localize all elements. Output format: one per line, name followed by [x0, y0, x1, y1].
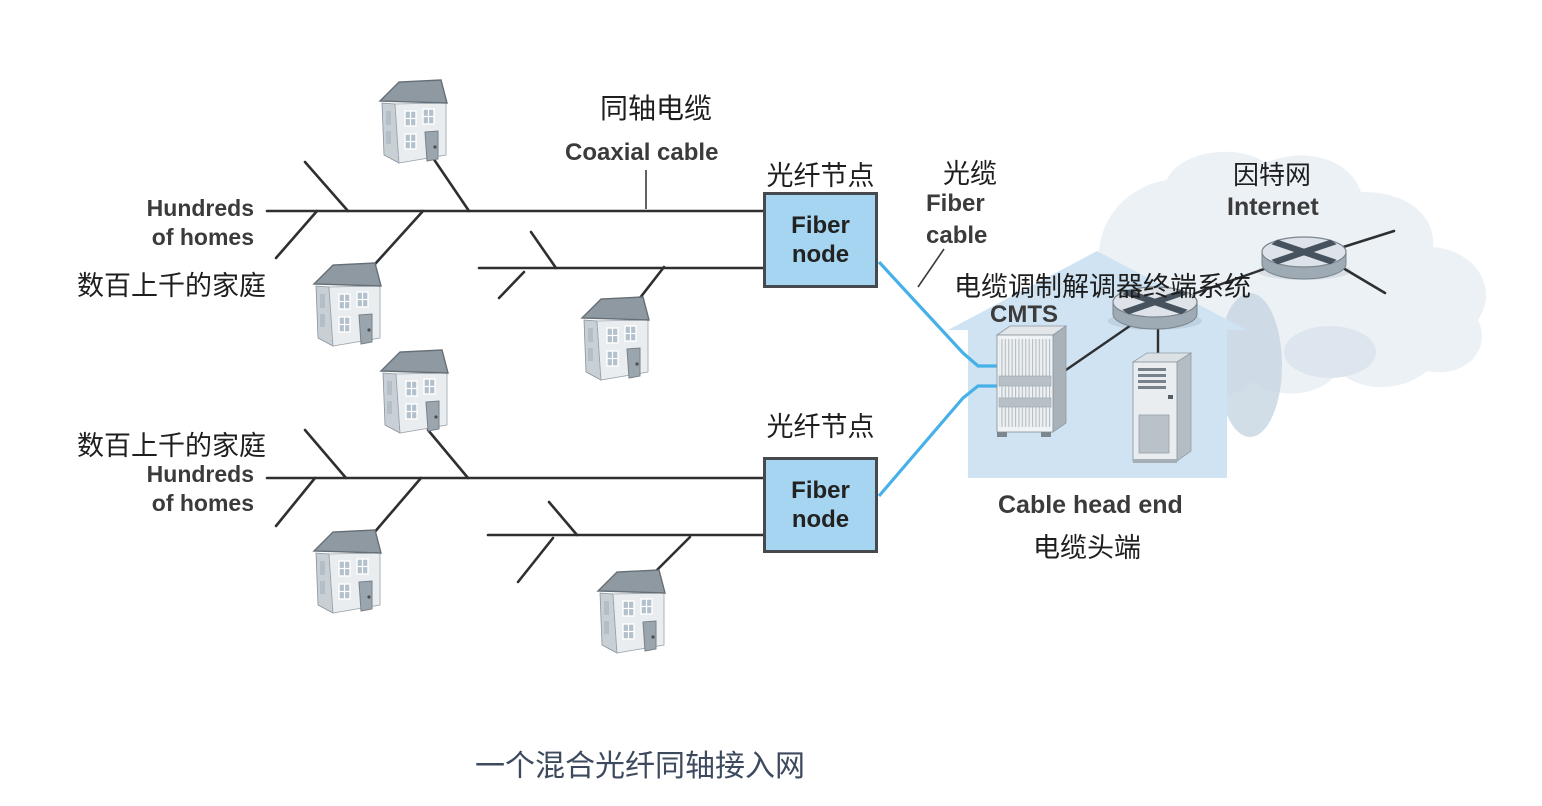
- internet-label-zh: 因特网: [1233, 160, 1312, 190]
- homes-bottom-label-zh: 数百上千的家庭: [77, 431, 266, 461]
- house-icon: [381, 350, 448, 433]
- house-icon: [314, 530, 381, 613]
- house-icon: [582, 297, 649, 380]
- fiber-node-box-bottom: Fiber node: [763, 457, 878, 553]
- head-end-label-zh: 电缆头端: [1033, 533, 1141, 563]
- server-tower-icon: [1131, 352, 1193, 463]
- fiber-node-box-top: Fiber node: [763, 192, 878, 288]
- pointer-lines: [645, 170, 945, 288]
- fiber-cable-pointer-line: [917, 248, 945, 288]
- coax-tree-bottom: [265, 428, 766, 584]
- homes-top-label-en: Hundreds of homes: [96, 194, 254, 252]
- fiber-cable-en-line1: Fiber: [926, 190, 985, 217]
- fiber-cable-en-line2: cable: [926, 222, 988, 249]
- coaxial-label-zh: 同轴电缆: [599, 93, 712, 124]
- fiber-cable-label-en: Fiber cable: [926, 188, 987, 252]
- fiber-node-top-label-zh: 光纤节点: [766, 161, 875, 191]
- homes-bottom-label-en: Hundreds of homes: [96, 460, 254, 518]
- homes-top-en-line2: of homes: [151, 224, 254, 250]
- fiber-node-bottom-label-zh: 光纤节点: [766, 412, 875, 442]
- coaxial-label-en: Coaxial cable: [565, 139, 719, 166]
- homes-top-label-zh: 数百上千的家庭: [77, 271, 266, 301]
- homes-bottom-en-line2: of homes: [151, 490, 254, 516]
- fiber-cable-lines: [877, 260, 1000, 498]
- house-icon: [314, 263, 381, 346]
- cmts-label-en: CMTS: [990, 301, 1058, 328]
- internet-label-en: Internet: [1227, 193, 1319, 221]
- figure-caption: 一个混合光纤同轴接入网: [475, 750, 805, 783]
- house-icon: [598, 570, 665, 653]
- fiber-cable-label-zh: 光缆: [943, 159, 997, 189]
- homes-top-en-line1: Hundreds: [146, 195, 254, 221]
- cmts-label-zh: 电缆调制解调器终端系统: [954, 272, 1251, 302]
- homes-bottom-en-line1: Hundreds: [146, 461, 254, 487]
- house-icon: [380, 80, 447, 163]
- head-end-label-en: Cable head end: [998, 491, 1183, 519]
- coax-tree-top: [265, 153, 766, 309]
- router-icon-internet: [1257, 237, 1351, 280]
- cmts-rack-icon: [995, 325, 1068, 437]
- fiber-cable-top: [877, 260, 1000, 368]
- fiber-cable-bottom: [877, 384, 1000, 498]
